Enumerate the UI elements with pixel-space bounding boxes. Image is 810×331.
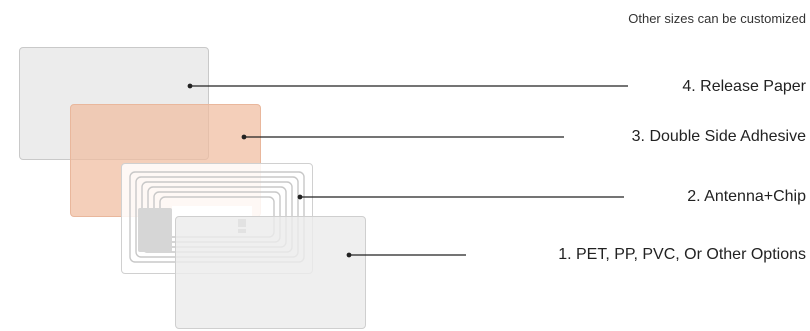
release-paper-label: 4. Release Paper — [682, 78, 806, 95]
double-side-adhesive-label: 3. Double Side Adhesive — [631, 128, 806, 145]
substrate-options-label: 1. PET, PP, PVC, Or Other Options — [558, 246, 806, 263]
customization-note: Other sizes can be customized — [628, 11, 806, 26]
antenna-chip-label: 2. Antenna+Chip — [687, 188, 806, 205]
pet-substrate-layer — [175, 216, 366, 329]
